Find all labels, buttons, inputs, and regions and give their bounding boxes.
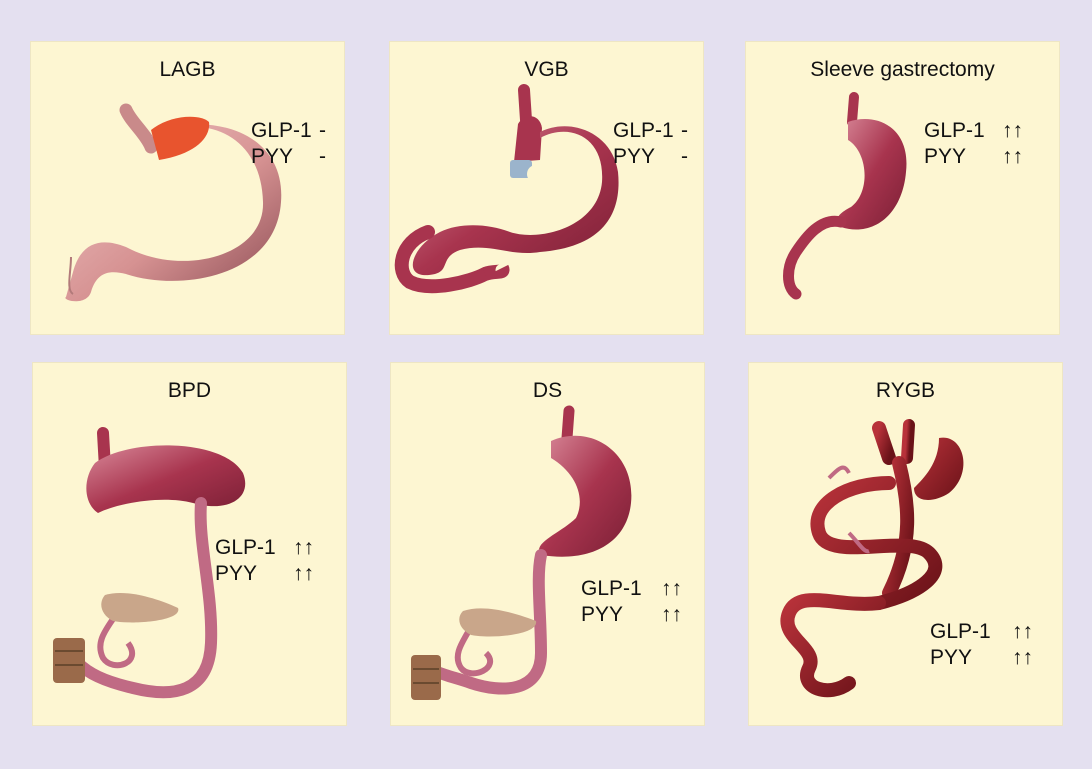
- glp1-label: GLP-1: [930, 619, 1012, 645]
- pyy-effect: ↑↑: [661, 602, 682, 628]
- panel-vgb: VGB GLP-1- PYY-: [390, 42, 703, 334]
- glp1-effect: -: [319, 118, 326, 144]
- glp1-label: GLP-1: [613, 118, 681, 144]
- pyy-label: PYY: [613, 144, 681, 170]
- pyy-label: PYY: [251, 144, 319, 170]
- glp1-label: GLP-1: [924, 118, 1002, 144]
- panel-title: BPD: [33, 379, 346, 403]
- pyy-effect: -: [681, 144, 688, 170]
- glp1-effect: ↑↑: [1002, 118, 1023, 144]
- pyy-effect: ↑↑: [1002, 144, 1023, 170]
- panel-rygb: RYGB GLP-1↑↑ PYY↑↑: [749, 363, 1062, 725]
- panel-title: VGB: [390, 58, 703, 82]
- glp1-effect: ↑↑: [293, 535, 314, 561]
- pyy-effect: -: [319, 144, 326, 170]
- vgb-stomach-illustration: [390, 42, 703, 334]
- hormone-effects: GLP-1↑↑ PYY↑↑: [581, 576, 682, 628]
- hormone-effects: GLP-1↑↑ PYY↑↑: [215, 535, 314, 587]
- pyy-label: PYY: [924, 144, 1002, 170]
- sleeve-stomach-illustration: [746, 42, 1059, 334]
- hormone-effects: GLP-1↑↑ PYY↑↑: [924, 118, 1023, 170]
- ds-illustration: [391, 363, 704, 725]
- panel-title: RYGB: [749, 379, 1062, 403]
- panel-ds: DS GLP-1↑↑ PYY↑↑: [391, 363, 704, 725]
- panel-title: DS: [391, 379, 704, 403]
- hormone-effects: GLP-1- PYY-: [251, 118, 326, 170]
- glp1-label: GLP-1: [581, 576, 661, 602]
- panel-title: Sleeve gastrectomy: [746, 58, 1059, 82]
- glp1-label: GLP-1: [251, 118, 319, 144]
- glp1-effect: ↑↑: [661, 576, 682, 602]
- pyy-effect: ↑↑: [1012, 645, 1033, 671]
- pyy-label: PYY: [215, 561, 293, 587]
- pyy-label: PYY: [930, 645, 1012, 671]
- hormone-effects: GLP-1- PYY-: [613, 118, 688, 170]
- glp1-label: GLP-1: [215, 535, 293, 561]
- panel-title: LAGB: [31, 58, 344, 82]
- pyy-effect: ↑↑: [293, 561, 314, 587]
- glp1-effect: -: [681, 118, 688, 144]
- panel-bpd: BPD GLP-1↑↑ PYY↑↑: [33, 363, 346, 725]
- pyy-label: PYY: [581, 602, 661, 628]
- glp1-effect: ↑↑: [1012, 619, 1033, 645]
- lagb-stomach-illustration: [31, 42, 344, 334]
- panel-lagb: LAGB GLP-1- PYY-: [31, 42, 344, 334]
- hormone-effects: GLP-1↑↑ PYY↑↑: [930, 619, 1033, 671]
- panel-sleeve-gastrectomy: Sleeve gastrectomy GLP-1↑↑ PYY↑↑: [746, 42, 1059, 334]
